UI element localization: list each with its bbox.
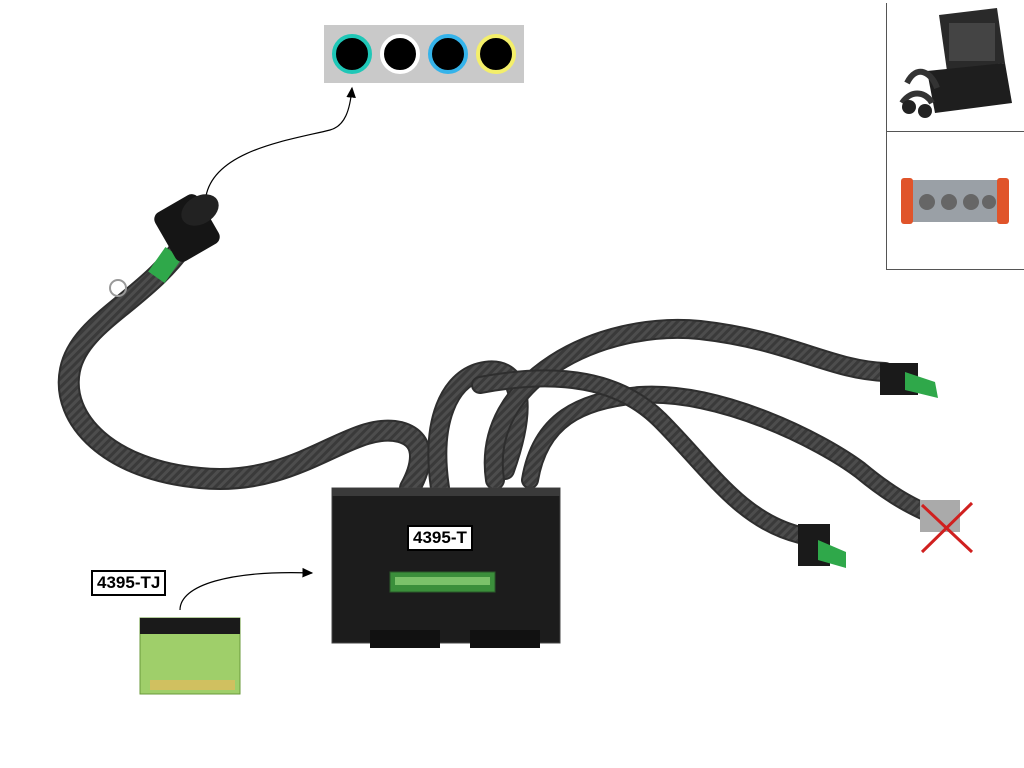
module-label: 4395-T	[407, 525, 473, 551]
thumbnail-panel	[886, 3, 1024, 270]
thumbnail-divider	[887, 131, 1024, 132]
pointer-arrow-top	[205, 86, 356, 197]
round-connector-icon	[109, 194, 220, 297]
color-ring-legend	[324, 25, 524, 83]
pcb-adapter-icon	[139, 617, 241, 695]
module-box	[331, 487, 561, 648]
white-ring	[380, 34, 420, 74]
breakout-box-icon	[901, 178, 1009, 224]
pointer-arrow-adapter	[179, 567, 314, 611]
cross-mark-icon	[920, 501, 974, 554]
carry-case-icon	[899, 8, 1012, 118]
blue-ring	[428, 34, 468, 74]
teal-ring	[332, 34, 372, 74]
carry-case-thumbnail[interactable]	[887, 3, 1024, 131]
yellow-ring	[476, 34, 516, 74]
cable-bundle	[57, 224, 934, 544]
breakout-box-thumbnail[interactable]	[887, 132, 1024, 269]
adapter-label: 4395-TJ	[91, 570, 167, 596]
rect-connector-icon	[798, 363, 960, 568]
